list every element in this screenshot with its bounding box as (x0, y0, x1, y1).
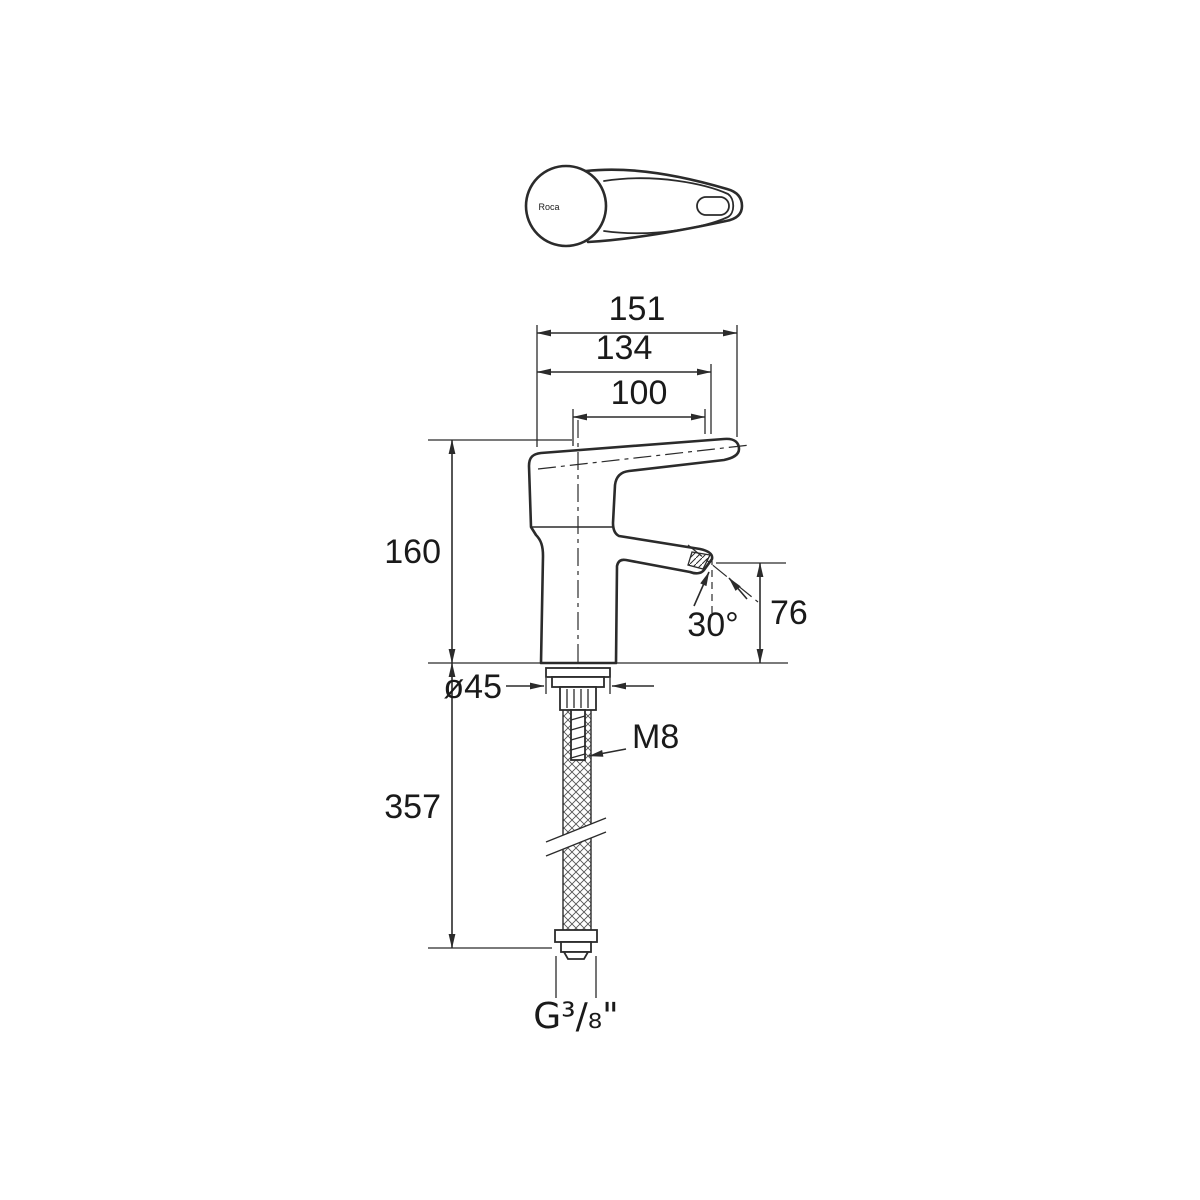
dim-outlet-height-label: 76 (770, 594, 808, 632)
m8-stud-thread-ticks (570, 715, 586, 759)
dim-outer-reach-label: 134 (596, 329, 653, 367)
dim-outer-reach: 134 (536, 329, 712, 434)
dim-base-diameter-label: ø45 (443, 668, 502, 706)
dim-fixing-thread-label: M8 (632, 718, 679, 756)
angle-arrow (693, 571, 710, 607)
dim-base-diameter: ø45 (443, 668, 654, 706)
aerator-face (687, 551, 711, 570)
dim-spout-reach-label: 100 (611, 374, 668, 412)
dimensions: 151 134 100 160 (384, 290, 808, 1037)
dim-overall-reach-label: 151 (609, 290, 666, 328)
dim-spout-reach: 100 (572, 374, 706, 446)
dim-spout-angle-label: 30° (687, 606, 738, 644)
leader-line (588, 748, 627, 757)
threaded-shank-lines (566, 689, 589, 708)
dim-hose-length-label: 357 (384, 788, 441, 826)
faucet-body-outline (527, 437, 741, 665)
base-flange-washer (545, 667, 611, 678)
handle-lever-slot (696, 196, 730, 216)
brand-logo: Roca (538, 202, 559, 212)
side-view-faucet (527, 437, 741, 665)
dim-connection-label: G³/₈" (533, 996, 618, 1037)
hose-break-line-upper (545, 817, 607, 843)
dim-body-height-label: 160 (384, 533, 441, 571)
supply-hose (545, 690, 607, 960)
base-flange-nut (551, 676, 605, 688)
angle-arrow (728, 577, 748, 600)
handle-base-circle (524, 164, 608, 248)
hose-nut-lower (560, 941, 592, 953)
dim-hose-length: 357 (384, 662, 552, 949)
dim-overall-reach: 151 (536, 290, 738, 447)
dim-fixing-thread: M8 (588, 718, 679, 757)
dim-outlet-height: 76 (716, 562, 808, 664)
handle-lever-inner-contour (603, 177, 735, 235)
dim-body-height: 160 (384, 439, 572, 664)
mounting-hardware (545, 667, 611, 761)
hose-nut-upper (554, 929, 598, 943)
hose-nut-tip (562, 951, 590, 960)
top-view-handle: Roca (524, 164, 744, 248)
threaded-shank (559, 686, 597, 711)
dim-connection: G³/₈" (533, 956, 619, 1037)
dim-spout-angle: 30° (687, 558, 748, 644)
spout-centerline (687, 544, 759, 603)
hose-break-line-lower (545, 831, 607, 857)
lever-centerline (537, 444, 751, 470)
hose-break-gap (546, 818, 606, 856)
centerlines (537, 420, 759, 706)
